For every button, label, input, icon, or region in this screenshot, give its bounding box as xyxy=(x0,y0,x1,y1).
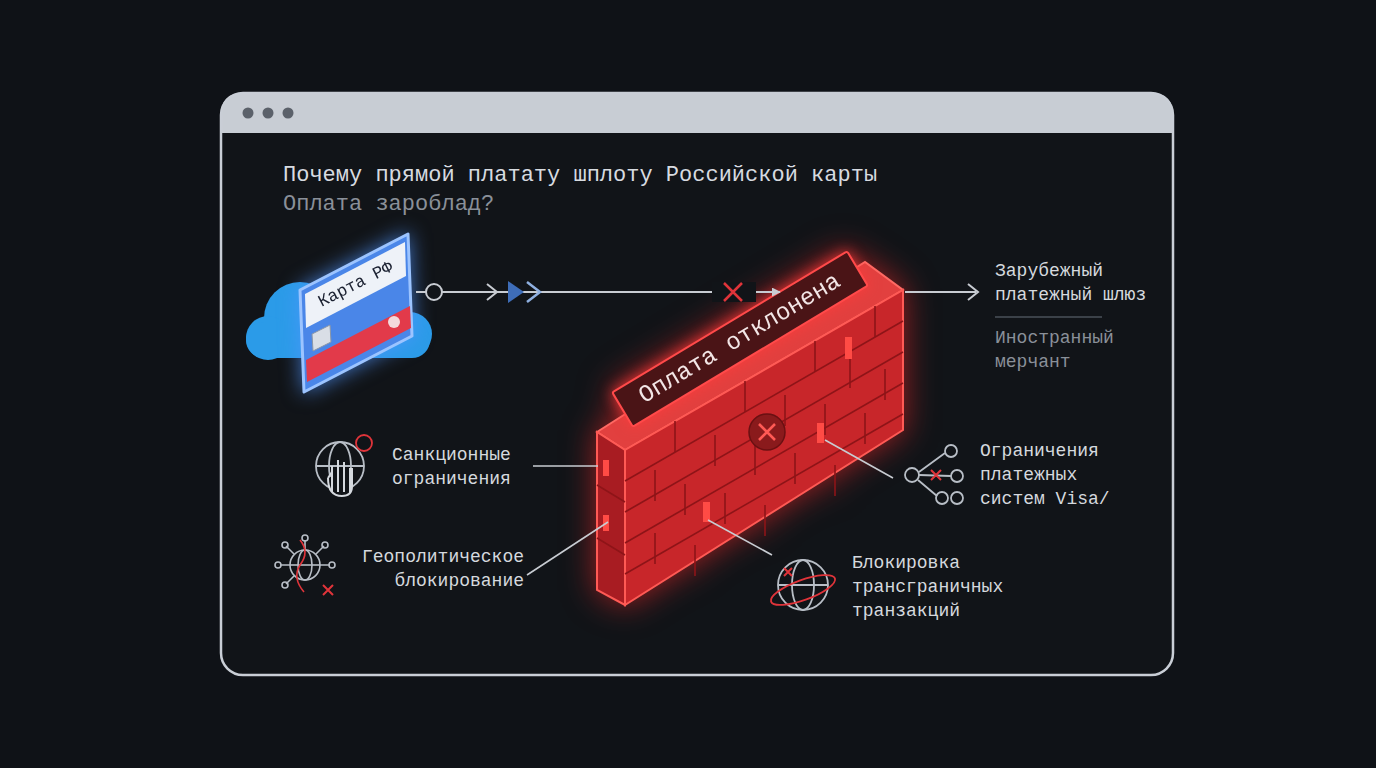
card-outline xyxy=(296,230,416,395)
icon-node xyxy=(329,562,335,568)
chevron xyxy=(487,284,497,300)
icon-globe xyxy=(778,560,828,610)
merchant-label: Иностранный мерчант xyxy=(995,326,1135,374)
icon-x xyxy=(323,585,333,595)
crossborder-icon xyxy=(768,560,839,611)
icon-node xyxy=(275,562,281,568)
icon-node xyxy=(951,470,963,482)
chevron xyxy=(527,282,540,302)
icon-globe xyxy=(290,550,320,580)
icon-node xyxy=(282,542,288,548)
icon-meridian xyxy=(329,442,351,490)
callout-label: Геополитическое блокирование xyxy=(340,545,524,593)
flow-markers xyxy=(426,281,756,303)
icon-orbit xyxy=(768,569,839,611)
card-stripe xyxy=(306,306,411,382)
icon-globe xyxy=(316,442,364,490)
icon-hand xyxy=(328,460,352,496)
window-dot xyxy=(243,108,254,119)
callout-label: Ограничения платежных систем Visa/ xyxy=(980,439,1128,511)
icon-meridian xyxy=(792,560,814,610)
icon-node xyxy=(282,582,288,588)
geopolitics-icon xyxy=(275,535,335,595)
card-node: Карта РФ xyxy=(296,230,416,395)
icon-x xyxy=(931,470,941,480)
chevron-filled xyxy=(508,281,524,303)
card-dot xyxy=(388,316,400,328)
window-dot xyxy=(263,108,274,119)
exit-head xyxy=(968,284,978,300)
start-circle xyxy=(426,284,442,300)
icon-node xyxy=(905,468,919,482)
icon-node xyxy=(945,445,957,457)
wall-end xyxy=(597,432,625,605)
block-x xyxy=(724,283,742,301)
leader-line xyxy=(533,465,598,467)
icon-equator xyxy=(290,564,320,566)
exit-line xyxy=(905,291,976,293)
wall-x-badge xyxy=(749,414,785,450)
gateway-label: Зарубежный платежный шлюз xyxy=(995,259,1167,307)
glow-slit xyxy=(845,337,852,359)
icon-links xyxy=(280,540,330,584)
icon-x xyxy=(784,568,792,576)
icon-crack xyxy=(297,540,305,592)
icon-node xyxy=(302,535,308,541)
glow-slit xyxy=(703,502,710,522)
sanction-icon xyxy=(316,435,372,496)
icon-meridian xyxy=(298,550,312,580)
icon-node xyxy=(936,492,948,504)
line-gap xyxy=(712,282,756,302)
brick-course xyxy=(597,485,625,555)
icon-node xyxy=(322,542,328,548)
callout-label: Санкционные ограничения xyxy=(392,443,532,491)
window-titlebar xyxy=(221,93,1173,133)
diagram-title: Почему прямой платату шплоту Российской … xyxy=(283,162,1003,190)
window-dot xyxy=(283,108,294,119)
icon-links xyxy=(918,453,951,496)
callout-label: Блокировка трансграничных транзакций xyxy=(852,551,1024,623)
icon-badge xyxy=(356,435,372,451)
card-chip xyxy=(312,325,331,351)
glow-slit xyxy=(817,423,824,443)
wall-x xyxy=(759,424,775,440)
window-border xyxy=(221,93,1173,675)
leader-line xyxy=(527,522,608,575)
glow-slit xyxy=(603,515,609,531)
window-body xyxy=(221,93,1173,675)
icon-node xyxy=(951,492,963,504)
payment-network-icon xyxy=(905,445,963,504)
subtitle: Оплата зароблад? xyxy=(283,191,883,219)
glow-slit xyxy=(603,460,609,476)
brick-course xyxy=(625,414,903,574)
icon-equator xyxy=(778,584,828,586)
icon-equator xyxy=(316,465,364,467)
separator-line xyxy=(995,316,1102,318)
flow-connector xyxy=(416,291,780,293)
card-body xyxy=(300,234,412,392)
